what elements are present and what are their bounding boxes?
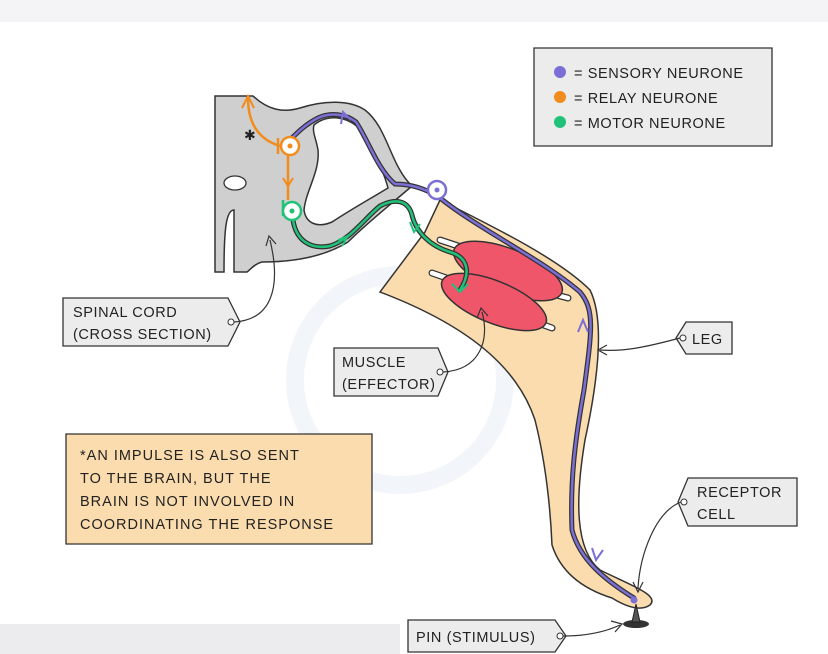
label-receptor-cell: RECEPTOR CELL — [632, 477, 798, 594]
central-canal — [223, 175, 247, 191]
legend-sensory-label: = SENSORY NEURONE — [574, 66, 744, 82]
receptor-cell-dot — [630, 596, 638, 604]
muscle-label-line2: (EFFECTOR) — [342, 377, 436, 393]
spinal-cord-label-line2: (CROSS SECTION) — [73, 327, 212, 343]
relay-neurone — [241, 93, 301, 200]
top-band — [0, 0, 828, 22]
pin-stimulus — [623, 603, 649, 628]
legend-motor-label: = MOTOR NEURONE — [574, 116, 726, 132]
spinal-cord-label-line1: SPINAL CORD — [73, 305, 177, 321]
note-line-2: TO THE BRAIN, BUT THE — [80, 471, 272, 487]
receptor-label-line2: CELL — [697, 507, 736, 523]
motor-neurone — [281, 198, 470, 294]
label-muscle: MUSCLE (EFFECTOR) — [333, 306, 489, 397]
bottom-band — [0, 624, 400, 654]
asterisk-marker: ✱ — [244, 127, 256, 143]
lower-muscle — [428, 269, 556, 332]
muscle-label-line1: MUSCLE — [342, 355, 406, 371]
note-line-1: *AN IMPULSE IS ALSO SENT — [80, 448, 300, 464]
leg-label: LEG — [692, 332, 723, 348]
legend-sensory-dot — [554, 66, 566, 78]
upper-muscle — [436, 236, 572, 302]
receptor-label-line1: RECEPTOR — [697, 485, 782, 501]
legend-relay-dot — [554, 91, 566, 103]
note-box: *AN IMPULSE IS ALSO SENT TO THE BRAIN, B… — [65, 433, 373, 545]
note-line-4: COORDINATING THE RESPONSE — [80, 517, 334, 533]
legend-motor-dot — [554, 116, 566, 128]
legend: = SENSORY NEURONE = RELAY NEURONE = MOTO… — [533, 47, 773, 147]
pin-label: PIN (STIMULUS) — [416, 630, 536, 646]
sensory-neurone — [289, 109, 638, 604]
label-leg: LEG — [596, 321, 733, 356]
note-line-3: BRAIN IS NOT INVOLVED IN — [80, 494, 295, 510]
label-spinal-cord: SPINAL CORD (CROSS SECTION) — [62, 234, 277, 347]
legend-relay-label: = RELAY NEURONE — [574, 91, 718, 107]
label-pin: PIN (STIMULUS) — [407, 619, 624, 653]
